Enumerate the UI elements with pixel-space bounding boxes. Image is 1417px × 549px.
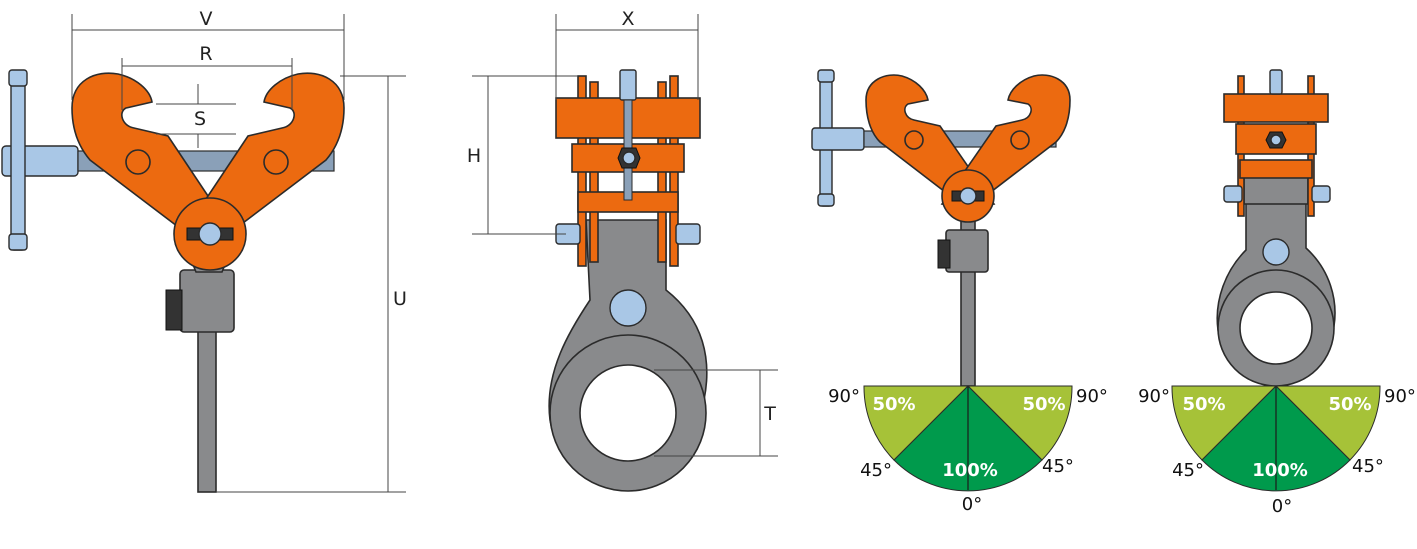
- clamp-front-load-view: 50% 50% 100% 90° 90° 45° 45° 0°: [811, 69, 1108, 515]
- angle-label-45-right-2: 45°: [1352, 456, 1384, 477]
- capacity-label-center-2: 100%: [1252, 460, 1308, 481]
- angle-label-90-right-2: 90°: [1384, 386, 1416, 407]
- hanger-block: [179, 269, 235, 333]
- shackle-bolt: [609, 289, 647, 327]
- frame-mid-plate-2: [1235, 123, 1317, 155]
- load-angle-diagram-2: 50% 50% 100% 90° 90° 45° 45° 0°: [1138, 385, 1416, 517]
- spindle-sleeve-2: [811, 127, 865, 151]
- hub-bolt-2: [959, 187, 977, 205]
- dim-label-x: X: [621, 8, 634, 30]
- clamp-front-view: V R S U: [1, 8, 407, 493]
- angle-label-45-left: 45°: [860, 460, 892, 481]
- clamp-side-load-view: 50% 50% 100% 90° 90° 45° 45° 0°: [1138, 69, 1416, 517]
- t-handle-cap-bottom-2: [817, 193, 835, 207]
- left-jaw-pivot: [125, 149, 151, 175]
- t-handle-cap-top: [8, 69, 28, 87]
- capacity-label-left-2: 50%: [1182, 394, 1225, 415]
- capacity-label-left: 50%: [872, 394, 915, 415]
- capacity-label-right: 50%: [1022, 394, 1065, 415]
- spindle-nut-bore-2: [1270, 134, 1282, 146]
- side-pin-right-2: [1311, 185, 1331, 203]
- t-handle-cap-bottom: [8, 233, 28, 251]
- shackle-eye-hole-2: [1239, 291, 1313, 365]
- dim-label-t: T: [763, 403, 776, 425]
- spindle-top-2: [1269, 69, 1283, 95]
- angle-label-90-right: 90°: [1076, 386, 1108, 407]
- shackle-bolt-2: [1262, 238, 1290, 266]
- dim-label-h: H: [467, 145, 481, 167]
- shackle-neck-2: [1243, 175, 1309, 205]
- dim-label-s: S: [194, 108, 206, 130]
- angle-label-90-left: 90°: [828, 386, 860, 407]
- spindle-top: [619, 69, 637, 101]
- dim-label-v: V: [200, 8, 213, 30]
- dim-label-r: R: [199, 43, 212, 65]
- hanger-block-2: [945, 229, 989, 273]
- angle-label-90-left-2: 90°: [1138, 386, 1170, 407]
- frame-top-plate-2: [1223, 93, 1329, 123]
- t-handle-cap-top-2: [817, 69, 835, 83]
- shackle-eye-hole: [579, 364, 677, 462]
- capacity-label-right-2: 50%: [1328, 394, 1371, 415]
- clamp-side-view: X H T: [467, 8, 778, 492]
- right-jaw-pivot-2: [1010, 130, 1030, 150]
- t-handle-bar: [10, 71, 26, 251]
- load-angle-diagram-1: 50% 50% 100% 90° 90° 45° 45° 0°: [828, 385, 1108, 515]
- angle-label-0-2: 0°: [1272, 496, 1292, 517]
- angle-label-45-right: 45°: [1042, 456, 1074, 477]
- right-jaw-pivot: [263, 149, 289, 175]
- spindle-nut-bore: [622, 151, 636, 165]
- side-pin-left-2: [1223, 185, 1243, 203]
- left-jaw-pivot-2: [904, 130, 924, 150]
- capacity-label-center: 100%: [942, 460, 998, 481]
- hub-bolt: [198, 222, 222, 246]
- hanger-nut-2: [937, 239, 951, 269]
- side-pin-right: [675, 223, 701, 245]
- angle-label-0: 0°: [962, 494, 982, 515]
- hanger-nut: [165, 289, 183, 331]
- dim-label-u: U: [393, 288, 407, 310]
- angle-label-45-left-2: 45°: [1172, 460, 1204, 481]
- frame-lower-plate-2: [1239, 159, 1313, 179]
